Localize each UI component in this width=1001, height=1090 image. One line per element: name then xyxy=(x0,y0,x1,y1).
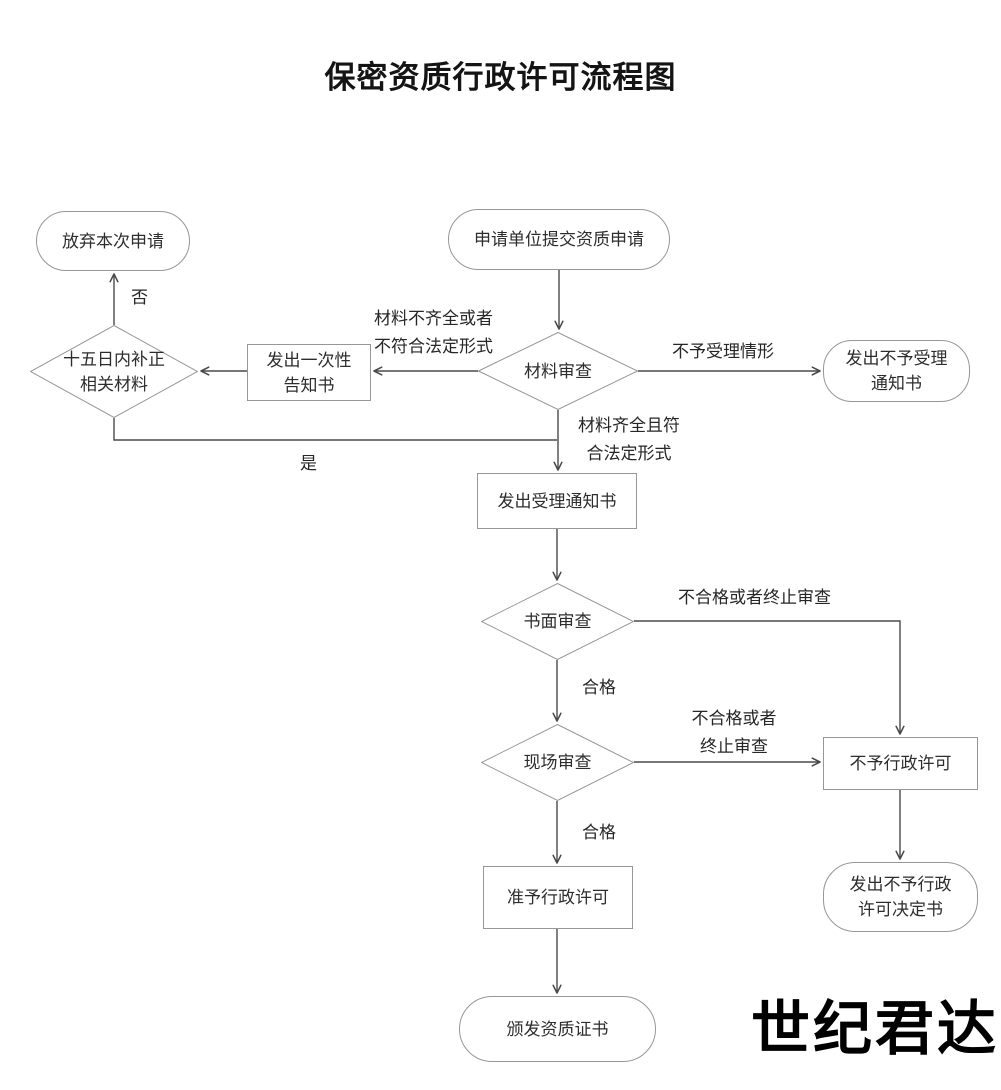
node-written-review: 书面审查 xyxy=(481,583,634,660)
edge-label-incomplete-materials-line1: 材料不齐全或者 xyxy=(374,309,493,328)
node-abandon-application: 放弃本次申请 xyxy=(36,211,190,271)
edge-supplement-merge-line xyxy=(113,418,557,441)
diamond-shape xyxy=(478,332,638,410)
node-site-review-label: 现场审查 xyxy=(523,753,592,772)
edge-label-written-fail: 不合格或者终止审查 xyxy=(678,584,831,612)
node-written-review-label: 书面审查 xyxy=(523,612,592,631)
edge-label-complete-materials-line2: 合法定形式 xyxy=(586,444,672,463)
edge-label-incomplete-materials: 材料不齐全或者 不符合法定形式 xyxy=(374,305,493,361)
node-acceptance-notice-label: 发出受理通知书 xyxy=(497,491,617,511)
node-acceptance-notice: 发出受理通知书 xyxy=(477,473,637,529)
node-deny-license: 不予行政许可 xyxy=(823,737,978,790)
edge-label-complete-materials: 材料齐全且符 合法定形式 xyxy=(568,412,690,468)
edge-label-complete-materials-line1: 材料齐全且符 xyxy=(578,416,680,435)
node-submit-application-label: 申请单位提交资质申请 xyxy=(474,230,644,249)
node-one-time-notice-line2: 告知书 xyxy=(283,375,335,395)
edge-label-yes: 是 xyxy=(300,450,317,478)
node-material-review: 材料审查 xyxy=(478,332,638,410)
node-one-time-notice: 发出一次性 告知书 xyxy=(247,344,371,401)
edge-label-site-fail: 不合格或者 终止审查 xyxy=(678,705,790,761)
diamond-shape xyxy=(30,325,198,418)
node-one-time-notice-line1: 发出一次性 xyxy=(266,350,352,370)
node-deny-decision-line1: 发出不予行政 xyxy=(849,875,952,894)
node-grant-license-label: 准予行政许可 xyxy=(507,888,609,907)
node-submit-application: 申请单位提交资质申请 xyxy=(448,209,670,270)
node-abandon-application-label: 放弃本次申请 xyxy=(62,231,164,251)
node-deny-decision-line2: 许可决定书 xyxy=(858,900,943,919)
node-deny-decision: 发出不予行政 许可决定书 xyxy=(823,862,978,932)
node-issue-certificate-label: 颁发资质证书 xyxy=(506,1019,609,1039)
diamond-shape xyxy=(481,724,634,801)
node-supplement-materials: 十五日内补正 相关材料 xyxy=(30,325,198,418)
edge-label-not-accepted: 不予受理情形 xyxy=(672,338,774,366)
edge-label-site-fail-line1: 不合格或者 xyxy=(691,709,777,728)
edge-label-no: 否 xyxy=(131,284,148,312)
edge-label-written-fail-text: 不合格或者终止审查 xyxy=(678,588,831,607)
watermark-logo: 世纪君达 xyxy=(750,996,999,1062)
page-title: 保密资质行政许可流程图 xyxy=(324,60,677,95)
edge-label-written-pass: 合格 xyxy=(582,674,616,702)
edge-label-site-pass-text: 合格 xyxy=(582,823,616,842)
node-rejection-notice-line2: 通知书 xyxy=(871,374,922,393)
node-issue-certificate: 颁发资质证书 xyxy=(459,996,656,1062)
edge-label-written-pass-text: 合格 xyxy=(582,678,616,697)
node-deny-license-label: 不予行政许可 xyxy=(849,754,952,773)
node-rejection-notice: 发出不予受理 通知书 xyxy=(823,340,970,402)
node-supplement-materials-line2: 相关材料 xyxy=(80,374,148,394)
edge-label-not-accepted-text: 不予受理情形 xyxy=(672,342,774,361)
edge-label-yes-text: 是 xyxy=(300,454,317,473)
edge-label-no-text: 否 xyxy=(131,288,148,307)
edge-label-site-pass: 合格 xyxy=(582,819,616,847)
node-supplement-materials-line1: 十五日内补正 xyxy=(63,349,165,369)
node-rejection-notice-line1: 发出不予受理 xyxy=(845,349,948,368)
edge-label-site-fail-line2: 终止审查 xyxy=(700,737,768,756)
node-site-review: 现场审查 xyxy=(481,724,634,801)
edge-label-incomplete-materials-line2: 不符合法定形式 xyxy=(374,337,493,356)
node-material-review-label: 材料审查 xyxy=(524,361,592,381)
diamond-shape xyxy=(481,583,634,660)
node-grant-license: 准予行政许可 xyxy=(483,866,633,929)
